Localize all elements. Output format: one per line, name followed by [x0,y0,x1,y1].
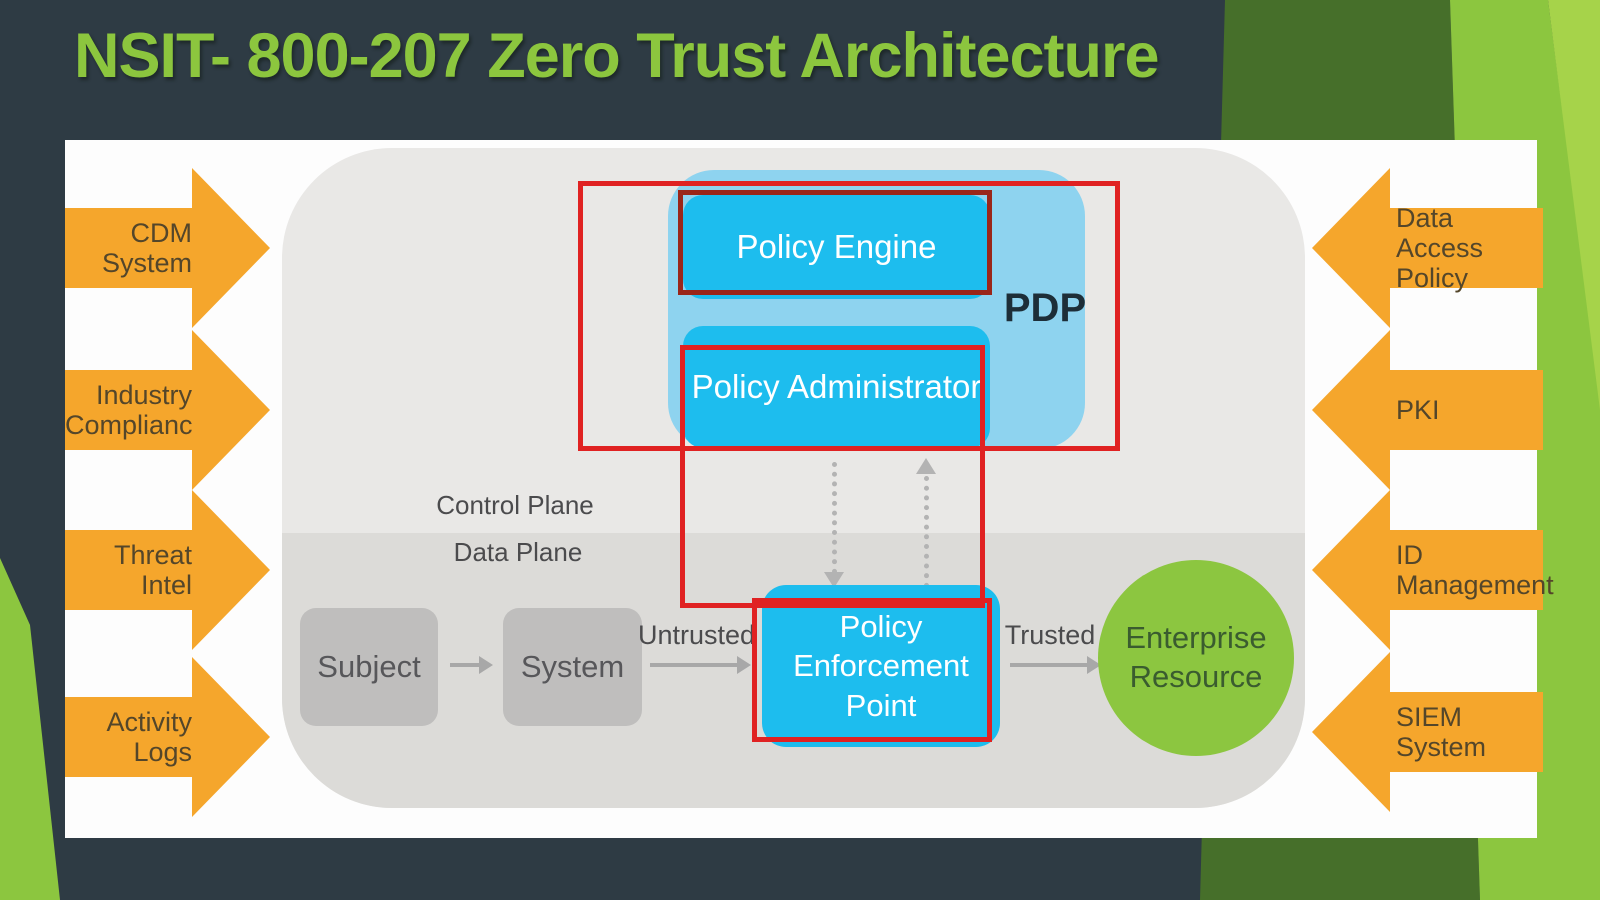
subject-to-system-arrow [450,656,493,674]
arrow-label: SIEM System [1390,692,1543,772]
untrusted-label: Untrusted [638,620,756,650]
arrow-tip-icon [479,656,493,674]
arrow-head-icon [192,490,270,650]
arrow-tip-icon [1087,656,1101,674]
enterprise-resource-circle: Enterprise Resource [1098,560,1294,756]
arrow-industry-compliance: Industry Compliance [65,330,282,490]
dashed-arrow-up-head-icon [916,458,936,474]
arrow-tip-icon [737,656,751,674]
trusted-label: Trusted [1004,620,1096,650]
pdp-label: PDP [1003,286,1087,330]
trusted-arrow [1010,656,1101,674]
arrow-activity-logs: Activity Logs [65,657,282,817]
arrow-head-icon [1312,330,1390,490]
arrow-head-icon [1312,652,1390,812]
subject-box: Subject [300,608,438,726]
dashed-arrow-down [832,462,837,574]
slide-title: NSIT- 800-207 Zero Trust Architecture [74,21,1160,91]
arrow-label: Threat Intel [65,530,195,610]
arrow-head-icon [192,168,270,328]
arrow-data-access-policy: Data Access Policy [1312,168,1543,328]
arrow-label: Activity Logs [65,697,195,777]
dashed-arrow-up [924,476,929,588]
arrow-pki: PKI [1312,330,1543,490]
control-plane-label: Control Plane [436,490,594,520]
data-plane-label: Data Plane [453,537,583,567]
arrow-id-management: ID Management [1312,490,1554,650]
arrow-head-icon [1312,168,1390,328]
arrow-cdm-system: CDM System [65,168,282,328]
policy-engine-box: Policy Engine [683,195,990,299]
arrow-label: ID Management [1390,530,1554,610]
arrow-head-icon [192,330,270,490]
arrow-label: Data Access Policy [1390,203,1543,293]
system-box: System [503,608,642,726]
dashed-arrow-down-head-icon [824,572,844,588]
policy-administrator-box: Policy Administrator [683,326,990,448]
arrow-head-icon [1312,490,1390,650]
arrow-label: CDM System [65,208,195,288]
arrow-head-icon [192,657,270,817]
arrow-siem-system: SIEM System [1312,652,1543,812]
arrow-label: Industry Compliance [65,370,208,450]
arrow-label: PKI [1390,370,1543,450]
policy-enforcement-point-box: Policy Enforcement Point [762,585,1000,747]
arrow-threat-intel: Threat Intel [65,490,282,650]
untrusted-arrow [650,656,751,674]
